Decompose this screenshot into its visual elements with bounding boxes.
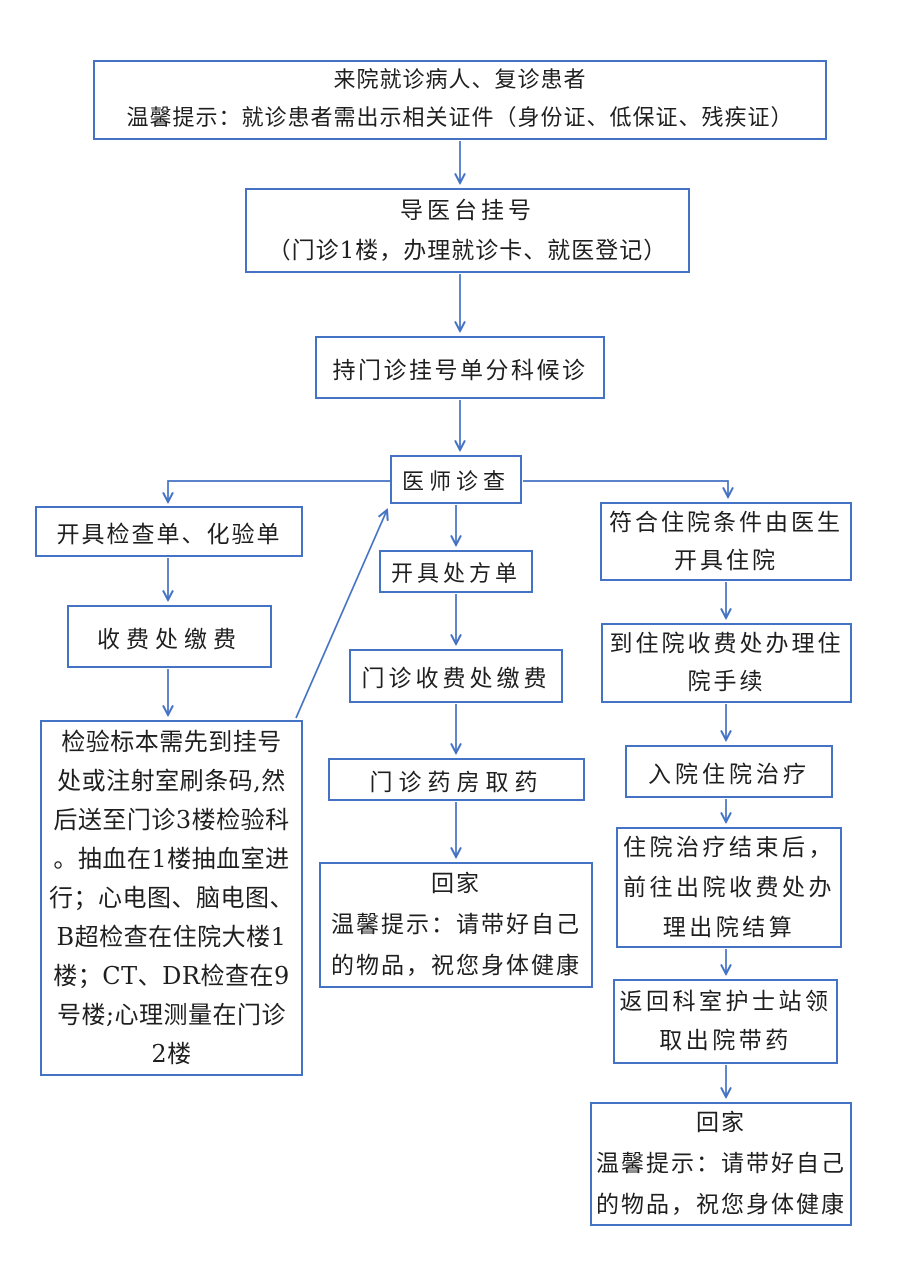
text-line: 返回科室护士站领 xyxy=(619,988,832,1015)
text-line: 住院治疗结束后， xyxy=(623,834,835,861)
text-line: 来院就诊病人、复诊患者 xyxy=(333,68,587,93)
flow-box-admission-procedure: 到住院收费处办理住 院手续 xyxy=(601,623,852,703)
flow-box-pharmacy-pickup: 门诊药房取药 xyxy=(328,758,585,801)
text-line: 前往出院收费处办 xyxy=(623,874,835,901)
text-line: 符合住院条件由医生 xyxy=(609,509,843,536)
flow-box-discharge-settlement: 住院治疗结束后， 前往出院收费处办 理出院结算 xyxy=(616,827,842,948)
text-line: 。抽血在1楼抽血室进 xyxy=(53,844,290,873)
text-line: 温馨提示：请带好自己 xyxy=(331,911,581,938)
text-line: 门诊药房取药 xyxy=(369,769,544,796)
text-line: B超检查在住院大楼1 xyxy=(56,922,287,951)
flow-box-triage-waiting: 持门诊挂号单分科候诊 xyxy=(315,336,605,399)
text-line: 医师诊查 xyxy=(401,469,510,495)
text-line: 的物品，祝您身体健康 xyxy=(596,1191,846,1218)
text-line: 检验标本需先到挂号 xyxy=(61,727,282,756)
text-line: 开具住院 xyxy=(674,547,778,574)
text-line: 后送至门诊3楼检验科 xyxy=(53,805,290,834)
text-line: 温馨提示：就诊患者需出示相关证件（身份证、低保证、残疾证） xyxy=(126,106,794,131)
flow-box-cashier-payment: 收费处缴费 xyxy=(67,605,272,668)
text-line: 导医台挂号 xyxy=(400,197,535,224)
text-line: 理出院结算 xyxy=(662,914,796,941)
text-line: 持门诊挂号单分科候诊 xyxy=(332,357,588,384)
text-line: 温馨提示：请带好自己 xyxy=(596,1150,846,1177)
text-line: 号楼;心理测量在门诊 xyxy=(56,1000,287,1029)
text-line: （门诊1楼，办理就诊卡、就医登记） xyxy=(267,237,668,264)
text-line: 开具检查单、化验单 xyxy=(56,521,282,548)
text-line: 楼；CT、DR检查在9 xyxy=(53,961,290,990)
flow-box-registration: 导医台挂号 （门诊1楼，办理就诊卡、就医登记） xyxy=(245,188,690,273)
flow-box-prescription: 开具处方单 xyxy=(379,550,533,593)
text-line: 开具处方单 xyxy=(390,561,521,587)
text-line: 入院住院治疗 xyxy=(648,761,810,788)
flow-box-arrival: 来院就诊病人、复诊患者 温馨提示：就诊患者需出示相关证件（身份证、低保证、残疾证… xyxy=(93,60,827,140)
text-line: 行；心电图、脑电图、 xyxy=(49,883,294,912)
text-line: 取出院带药 xyxy=(659,1027,792,1054)
text-line: 收费处缴费 xyxy=(97,626,242,653)
text-line: 回家 xyxy=(696,1109,746,1136)
text-line: 到住院收费处办理住 xyxy=(609,631,844,657)
text-line: 回家 xyxy=(431,870,481,897)
flow-box-home-inpatient: 回家 温馨提示：请带好自己 的物品，祝您身体健康 xyxy=(590,1102,852,1226)
text-line: 门诊收费处缴费 xyxy=(361,666,551,692)
arrow-exam-to-test-orders xyxy=(168,480,390,502)
flow-box-outpatient-payment: 门诊收费处缴费 xyxy=(349,649,563,703)
text-line: 2楼 xyxy=(151,1039,192,1068)
arrow-exam-to-admission-order xyxy=(523,480,728,497)
flow-box-test-orders: 开具检查单、化验单 xyxy=(35,506,303,557)
text-line: 处或注射室刷条码,然 xyxy=(57,766,286,795)
flow-box-home-outpatient: 回家 温馨提示：请带好自己 的物品，祝您身体健康 xyxy=(319,862,593,988)
flow-box-inpatient-treatment: 入院住院治疗 xyxy=(625,745,833,798)
flow-box-admission-order: 符合住院条件由医生 开具住院 xyxy=(600,502,852,581)
flow-box-doctor-exam: 医师诊查 xyxy=(390,455,522,504)
text-line: 院手续 xyxy=(687,669,766,695)
flow-box-lab-instructions: 检验标本需先到挂号 处或注射室刷条码,然 后送至门诊3楼检验科 。抽血在1楼抽血… xyxy=(40,720,303,1076)
text-line: 的物品，祝您身体健康 xyxy=(331,952,581,979)
flow-box-discharge-medication: 返回科室护士站领 取出院带药 xyxy=(613,979,838,1064)
